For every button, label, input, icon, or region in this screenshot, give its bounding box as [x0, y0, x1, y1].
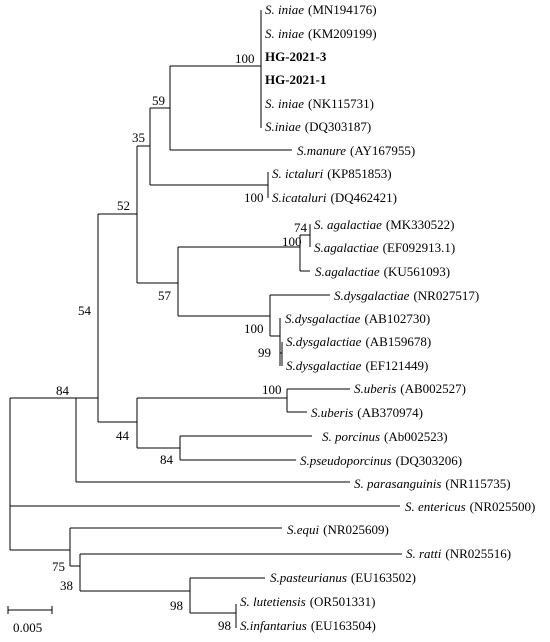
tree-edges — [9, 10, 402, 628]
bootstrap-value: 100 — [262, 382, 282, 397]
leaf-label: S.dysgalactiae (NR027517) — [334, 287, 479, 304]
leaf-label: S.dysgalactiae (EF121449) — [286, 357, 428, 374]
leaf-label: S. ictaluri (KP851853) — [272, 165, 392, 182]
bootstrap-value: 84 — [160, 452, 174, 467]
leaf-label: S.dysgalactiae (AB102730) — [285, 310, 430, 327]
leaf-labels: S. iniae (MN194176) S. iniae (KM209199) … — [240, 1, 535, 634]
leaf-label: S.icataluri (DQ462421) — [272, 189, 397, 206]
bootstrap-value: 98 — [170, 598, 183, 613]
leaf-label: S.uberis (AB002527) — [354, 380, 466, 397]
bootstrap-values: 100 59 35 100 52 74 100 57 100 99 54 84 … — [52, 51, 308, 633]
leaf-label: S.dysgalactiae (AB159678) — [286, 333, 431, 350]
leaf-label: S.infantarius (EU163504) — [240, 617, 376, 634]
bootstrap-value: 54 — [78, 303, 92, 318]
bootstrap-value: 75 — [52, 559, 65, 574]
bootstrap-value: 44 — [116, 428, 130, 443]
leaf-label: S.pseudoporcinus (DQ303206) — [300, 452, 462, 469]
leaf-label: S.agalactiae (KU561093) — [315, 263, 450, 280]
leaf-label: S.pasteurianus (EU163502) — [270, 569, 416, 586]
leaf-label: HG-2021-1 — [265, 72, 326, 87]
scale-bar: 0.005 — [7, 606, 53, 635]
leaf-label: S.agalactiae (EF092913.1) — [314, 239, 455, 256]
bootstrap-value: 84 — [56, 383, 70, 398]
bootstrap-value: 59 — [152, 93, 165, 108]
leaf-label: S.uberis (AB370974) — [311, 404, 423, 421]
leaf-label: S. porcinus (Ab002523) — [322, 428, 448, 445]
scale-bar-label: 0.005 — [13, 620, 42, 635]
leaf-label: S. iniae (MN194176) — [265, 1, 377, 18]
bootstrap-value: 98 — [218, 618, 231, 633]
bootstrap-value: 38 — [60, 578, 73, 593]
leaf-label: S.iniae (DQ303187) — [265, 118, 371, 135]
leaf-label: S. parasanguinis (NR115735) — [354, 475, 511, 492]
leaf-label: S. iniae (NK115731) — [265, 95, 374, 112]
bootstrap-value: 100 — [244, 190, 264, 205]
bootstrap-value: 74 — [294, 220, 308, 235]
bootstrap-value: 100 — [235, 51, 255, 66]
bootstrap-value: 57 — [158, 288, 172, 303]
bootstrap-value: 35 — [132, 130, 145, 145]
leaf-label: S. ratti (NR025516) — [406, 545, 511, 562]
bootstrap-value: 52 — [117, 198, 130, 213]
leaf-label: S. lutetiensis (OR501331) — [240, 593, 375, 610]
leaf-label: S.equi (NR025609) — [287, 521, 389, 538]
leaf-label: HG-2021-3 — [265, 49, 327, 64]
bootstrap-value: 100 — [244, 321, 264, 336]
leaf-label: S.manure (AY167955) — [297, 142, 415, 159]
bootstrap-value: 100 — [282, 234, 302, 249]
leaf-label: S. entericus (NR025500) — [405, 498, 535, 515]
leaf-label: S. agalactiae (MK330522) — [314, 216, 455, 233]
leaf-label: S. iniae (KM209199) — [265, 25, 377, 42]
bootstrap-value: 99 — [258, 345, 271, 360]
